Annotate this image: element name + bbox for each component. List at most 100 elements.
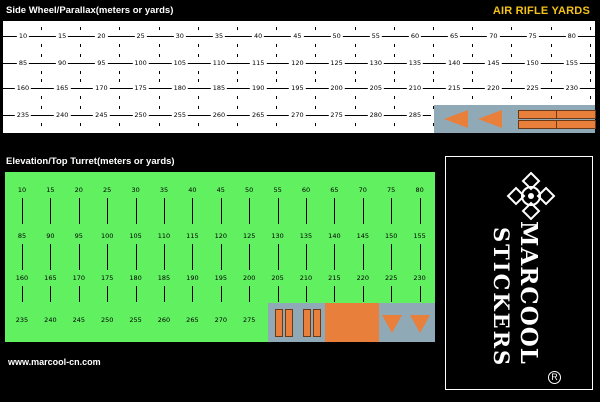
elevation-number: 105 [129, 232, 142, 240]
elevation-number: 155 [413, 232, 426, 240]
elevation-number: 80 [415, 186, 424, 194]
elevation-number: 255 [129, 316, 142, 324]
elevation-tick [164, 244, 165, 270]
bar-icon [556, 110, 596, 119]
tape-number: 160 [14, 84, 32, 92]
elevation-tick [78, 286, 80, 302]
elevation-tick [249, 198, 251, 224]
tape-tick [433, 106, 434, 126]
tape-tick [511, 79, 513, 99]
tape-tick [354, 27, 356, 47]
elevation-tick [306, 286, 307, 302]
elevation-tick [220, 286, 222, 302]
tape-tick [433, 79, 434, 99]
side-wheel-title: Side Wheel/Parallax(meters or yards) [6, 5, 174, 16]
tape-number: 10 [16, 32, 30, 40]
tape-number: 150 [524, 59, 541, 67]
square-block [325, 303, 379, 342]
tape-tick [433, 27, 434, 47]
elevation-tick [192, 198, 194, 224]
elevation-number: 180 [129, 274, 142, 282]
elevation-number: 245 [72, 316, 86, 324]
tape-number: 120 [289, 59, 306, 67]
tape-number: 35 [212, 32, 226, 40]
tape-number: 110 [210, 59, 228, 67]
elevation-tick [107, 198, 109, 224]
elevation-number: 265 [186, 316, 199, 324]
elevation-tick [391, 198, 393, 224]
tape-number: 65 [448, 32, 461, 40]
elevation-tick [277, 244, 279, 270]
tape-number: 245 [93, 111, 110, 119]
tape-number: 165 [53, 84, 71, 92]
tape-number: 200 [328, 84, 345, 92]
elevation-tick [220, 244, 222, 270]
elevation-tick [334, 286, 336, 302]
tape-tick [354, 54, 356, 74]
elevation-tick [50, 198, 52, 224]
elevation-number: 215 [328, 274, 341, 282]
tape-tick [354, 106, 356, 126]
tape-tick [158, 54, 160, 74]
elevation-number: 235 [15, 316, 29, 324]
tape-tick [354, 79, 356, 99]
tape-number: 210 [406, 84, 424, 92]
side-wheel-markers [434, 105, 596, 133]
elevation-number: 120 [214, 232, 228, 240]
elevation-tick [192, 286, 194, 302]
tape-number: 130 [367, 59, 385, 67]
tape-number: 225 [524, 84, 541, 92]
tape-number: 40 [252, 32, 265, 40]
tape-number: 50 [330, 32, 343, 40]
elevation-number: 185 [157, 274, 171, 282]
elevation-number: 220 [356, 274, 370, 282]
tape-number: 70 [487, 32, 500, 40]
elevation-tick [277, 286, 279, 302]
elevation-tick [419, 198, 421, 224]
elevation-tick [50, 286, 52, 302]
elevation-tick [306, 198, 307, 224]
elevation-tick [334, 198, 336, 224]
elevation-tick [419, 244, 421, 270]
tape-number: 20 [95, 32, 108, 40]
tape-tick [315, 106, 317, 126]
tape-number: 285 [406, 111, 424, 119]
tape-tick [119, 79, 121, 99]
bar-icon [518, 110, 558, 119]
tape-number: 265 [249, 111, 267, 119]
bar-icon [285, 309, 293, 337]
elevation-number: 45 [216, 186, 225, 194]
elevation-number: 225 [384, 274, 398, 282]
elevation-tick [220, 198, 222, 224]
tape-number: 155 [563, 59, 581, 67]
tape-number: 235 [14, 111, 32, 119]
tape-number: 270 [289, 111, 306, 119]
bar-icon [275, 309, 283, 337]
elevation-number: 50 [245, 186, 254, 194]
tape-tick [276, 54, 278, 74]
tape-number: 260 [210, 111, 228, 119]
elevation-number: 40 [188, 186, 197, 194]
tape-tick [472, 27, 474, 47]
elevation-number: 240 [44, 316, 57, 324]
elevation-tick [249, 286, 251, 302]
elevation-number: 205 [271, 274, 284, 282]
elevation-tick [164, 286, 165, 302]
elevation-tick [391, 244, 393, 270]
elevation-number: 10 [17, 186, 27, 194]
elevation-title: Elevation/Top Turret(meters or yards) [6, 156, 175, 167]
tape-tick [41, 27, 42, 47]
tape-tick [197, 106, 199, 126]
tape-number: 90 [56, 59, 69, 67]
tape-number: 220 [485, 84, 502, 92]
elevation-tick [107, 286, 109, 302]
elevation-tick [306, 244, 307, 270]
tape-tick [119, 27, 121, 47]
tape-tick [41, 106, 42, 126]
tape-tick [472, 54, 474, 74]
tape-tick [80, 79, 82, 99]
elevation-number: 90 [46, 232, 55, 240]
elevation-tick [249, 244, 251, 270]
elevation-number: 135 [299, 232, 313, 240]
tape-number: 205 [367, 84, 385, 92]
